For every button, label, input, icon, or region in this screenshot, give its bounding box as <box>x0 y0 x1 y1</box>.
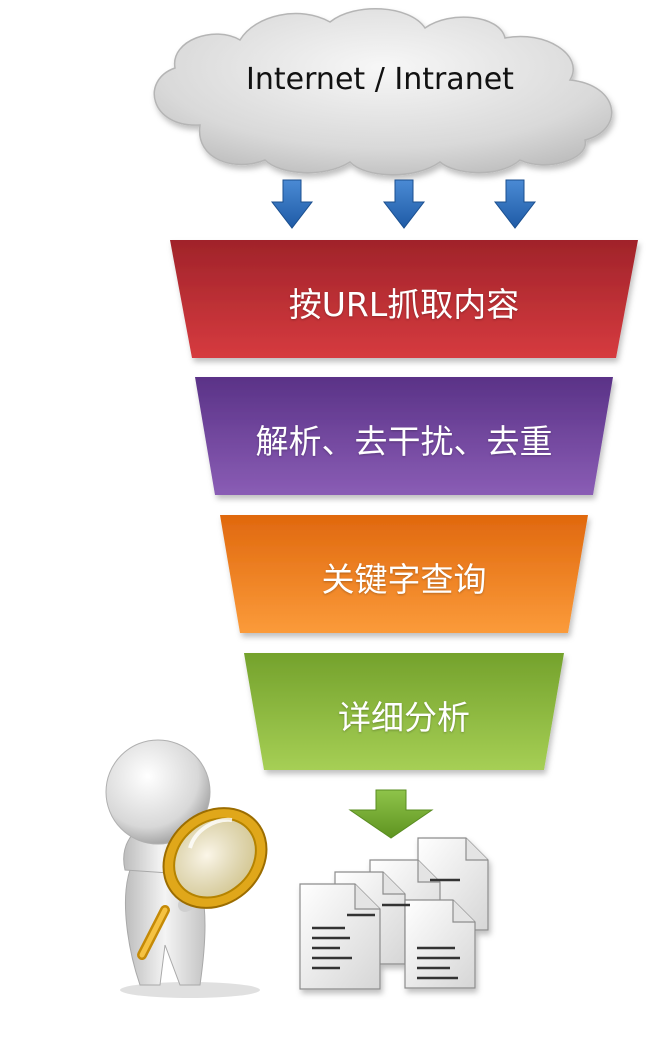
down-arrow-icon <box>348 789 434 839</box>
stage-label-analysis: 详细分析 <box>338 698 470 737</box>
down-arrow-icon <box>382 179 426 229</box>
funnel-stage-4 <box>244 653 564 770</box>
funnel-stage-1 <box>170 240 638 358</box>
funnel-stage-2 <box>195 377 613 495</box>
person-with-magnifier-icon <box>105 739 268 998</box>
funnel-stage-3 <box>220 515 588 633</box>
stage-label-keyword: 关键字查询 <box>321 560 487 599</box>
down-arrow-icon <box>270 179 314 229</box>
down-arrow-icon <box>493 179 537 229</box>
stage-label-parse: 解析、去干扰、去重 <box>255 422 553 461</box>
cloud-shape <box>153 7 613 176</box>
stage-label-crawl: 按URL抓取内容 <box>288 285 520 324</box>
documents-icon <box>299 837 489 990</box>
cloud-label: Internet / Intranet <box>246 62 514 97</box>
